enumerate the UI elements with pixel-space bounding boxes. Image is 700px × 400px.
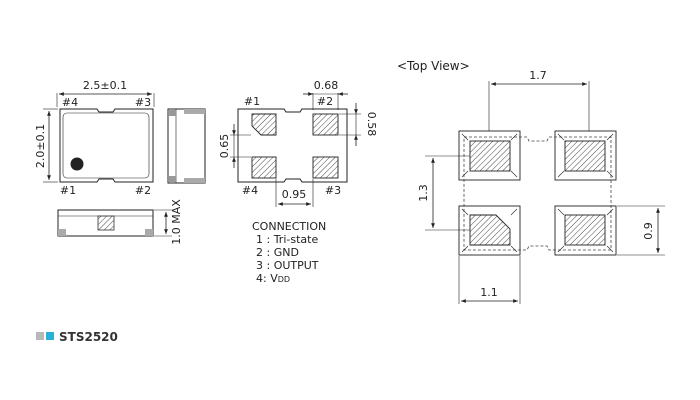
pad-2 <box>312 113 339 136</box>
outline-view: 2.5±0.1 2.0±0.1 #4 #3 #1 #2 <box>34 79 155 197</box>
pad-dim-left: 0.65 <box>218 134 231 159</box>
pad-3 <box>312 156 339 179</box>
model-footer: STS2520 <box>36 330 118 344</box>
front-side-view: 1.0 MAX <box>57 199 183 245</box>
connection-row-3: 3 : OUTPUT <box>256 259 319 272</box>
connection-row-4-sub: DD <box>278 275 290 284</box>
land-dim-top: 1.7 <box>529 69 547 82</box>
pad-pin2-label: #2 <box>317 95 333 108</box>
top-view-title: <Top View> <box>397 59 470 73</box>
land-pad-2 <box>564 140 606 172</box>
pad-pin1-label: #1 <box>244 95 260 108</box>
connection-title: CONNECTION <box>252 220 326 233</box>
model-square-cyan <box>46 332 54 340</box>
pad-1 <box>251 113 277 136</box>
land-corner-marks-3 <box>557 208 614 253</box>
outline-pin2-label: #2 <box>135 184 151 197</box>
right-side-view <box>167 108 206 184</box>
land-corner-marks-4 <box>461 208 518 253</box>
connection-row-1: 1 : Tri-state <box>256 233 318 246</box>
land-dim-bottom: 1.1 <box>480 286 498 299</box>
pad-view: #1 #2 #4 #3 0.68 0.58 0.65 0.95 <box>218 79 378 207</box>
side-view-cap-bottom <box>184 178 205 183</box>
pin1-marker-dot <box>70 157 84 171</box>
outline-lid <box>62 112 150 179</box>
outline-pin3-label: #3 <box>135 96 151 109</box>
land-pad-1 <box>469 140 511 172</box>
pad-pin3-label: #3 <box>325 184 341 197</box>
pad-4 <box>251 156 277 179</box>
connection-table: CONNECTION 1 : Tri-state 2 : GND 3 : OUT… <box>252 220 326 285</box>
land-corner-marks-1 <box>461 133 518 178</box>
land-pattern-view: <Top View> 1.7 1.3 0.9 <box>397 59 665 304</box>
land-pad-4 <box>469 214 511 246</box>
pad-dim-top: 0.68 <box>314 79 339 92</box>
outline-width-dim: 2.5±0.1 <box>83 79 127 92</box>
outline-package-body <box>59 108 154 183</box>
land-component-outline <box>463 136 612 251</box>
side-view-terminal-top <box>169 110 176 116</box>
pad-pin4-label: #4 <box>242 184 258 197</box>
side-view-terminal-bottom <box>169 176 176 182</box>
side-view-cap-top <box>184 109 205 114</box>
land-pad-3 <box>564 214 606 246</box>
outline-height-dim: 2.0±0.1 <box>34 124 47 168</box>
pad-dim-right: 0.58 <box>365 112 378 137</box>
model-square-grey <box>36 332 44 340</box>
connection-row-2: 2 : GND <box>256 246 299 259</box>
model-name: STS2520 <box>59 330 118 344</box>
outline-pin1-label: #1 <box>60 184 76 197</box>
land-dim-right: 0.9 <box>642 222 655 240</box>
front-view-window <box>97 215 115 231</box>
side-height-dim: 1.0 MAX <box>170 199 183 245</box>
side-view-body <box>167 108 206 184</box>
pad-dim-bottom: 0.95 <box>282 188 307 201</box>
connection-row-4-prefix: 4: V <box>256 272 278 285</box>
front-view-terminal-right <box>145 229 153 236</box>
connection-row-4: 4: VDD <box>256 272 290 285</box>
front-view-terminal-left <box>58 229 66 236</box>
land-corner-marks-2 <box>557 133 614 178</box>
outline-pin4-label: #4 <box>62 96 78 109</box>
land-dim-left: 1.3 <box>417 184 430 202</box>
